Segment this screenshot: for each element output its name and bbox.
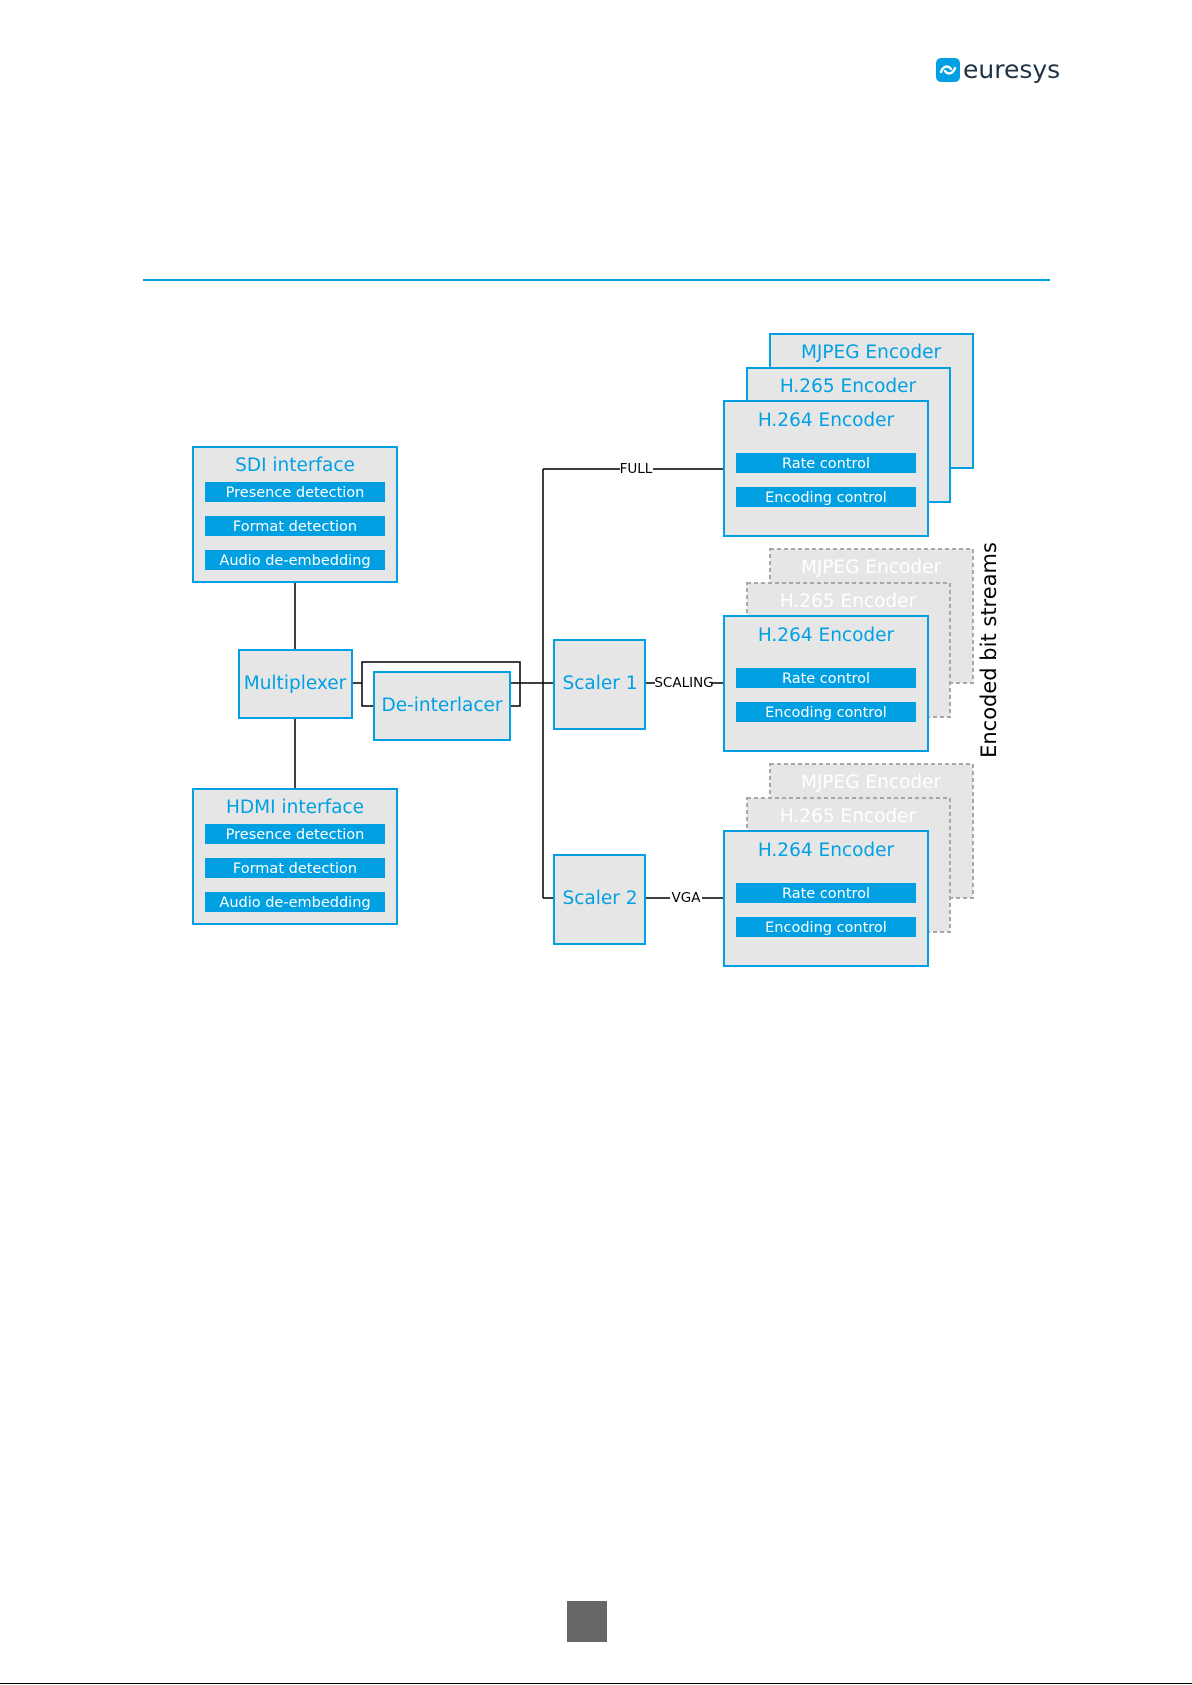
group-1-control-2-label: Encoding control: [765, 490, 887, 506]
hdmi-feature-3: [205, 892, 385, 912]
sdi-interface-title: SDI interface: [235, 455, 355, 476]
path-label-full: FULL: [620, 461, 653, 477]
sdi-feature-1-label: Presence detection: [226, 485, 365, 501]
scaler-1-label: Scaler 1: [562, 673, 637, 694]
deinterlacer-label: De-interlacer: [381, 695, 502, 716]
deinterlacer-box: [373, 671, 511, 741]
hdmi-feature-2: [205, 858, 385, 878]
group-1-mjpeg-label: MJPEG Encoder: [801, 342, 942, 363]
multiplexer-label: Multiplexer: [244, 673, 347, 694]
path-label-vga: VGA: [672, 890, 702, 906]
group-1-h264-label: H.264 Encoder: [758, 410, 895, 431]
euresys-logo: euresys: [936, 55, 1060, 87]
group-1-control-1-label: Rate control: [782, 456, 870, 472]
hdmi-feature-2-label: Format detection: [233, 861, 357, 877]
group-2-h265-label: H.265 Encoder: [780, 591, 917, 612]
hdmi-feature-3-label: Audio de-embedding: [219, 895, 370, 911]
group-3-control-1: [736, 883, 916, 903]
sdi-feature-1: [205, 482, 385, 502]
group-2-mjpeg-label: MJPEG Encoder: [801, 557, 942, 578]
output-label: Encoded bit streams: [977, 542, 1001, 758]
multiplexer-box: [238, 649, 353, 719]
group-1-control-1: [736, 453, 916, 473]
hdmi-interface-title: HDMI interface: [226, 797, 364, 818]
group-3-control-2-label: Encoding control: [765, 920, 887, 936]
group-3-control-2: [736, 917, 916, 937]
hdmi-feature-1-label: Presence detection: [226, 827, 365, 843]
group-2-control-1-label: Rate control: [782, 671, 870, 687]
sdi-feature-3-label: Audio de-embedding: [219, 553, 370, 569]
group-3-mjpeg-label: MJPEG Encoder: [801, 772, 942, 793]
scaler-2-label: Scaler 2: [562, 888, 637, 909]
group-2-control-2-label: Encoding control: [765, 705, 887, 721]
connector-lines: [294, 468, 724, 899]
path-label-scaling: SCALING: [654, 675, 713, 691]
group-2-h264-label: H.264 Encoder: [758, 625, 895, 646]
scaler-1-box: [553, 639, 646, 730]
group-1-control-2: [736, 487, 916, 507]
sdi-feature-2: [205, 516, 385, 536]
hdmi-feature-1: [205, 824, 385, 844]
sdi-feature-2-label: Format detection: [233, 519, 357, 535]
page-bottom-rule: [0, 1683, 1192, 1684]
group-3-control-1-label: Rate control: [782, 886, 870, 902]
group-3-h265-label: H.265 Encoder: [780, 806, 917, 827]
group-3-h264-label: H.264 Encoder: [758, 840, 895, 861]
sdi-feature-3: [205, 550, 385, 570]
group-2-control-2: [736, 702, 916, 722]
group-1-h265-label: H.265 Encoder: [780, 376, 917, 397]
page-number-box: [567, 1601, 607, 1642]
logo-text: euresys: [963, 55, 1061, 84]
header-rule: [143, 279, 1050, 281]
euresys-logo-icon: [936, 58, 960, 82]
group-2-control-1: [736, 668, 916, 688]
scaler-2-box: [553, 854, 646, 945]
